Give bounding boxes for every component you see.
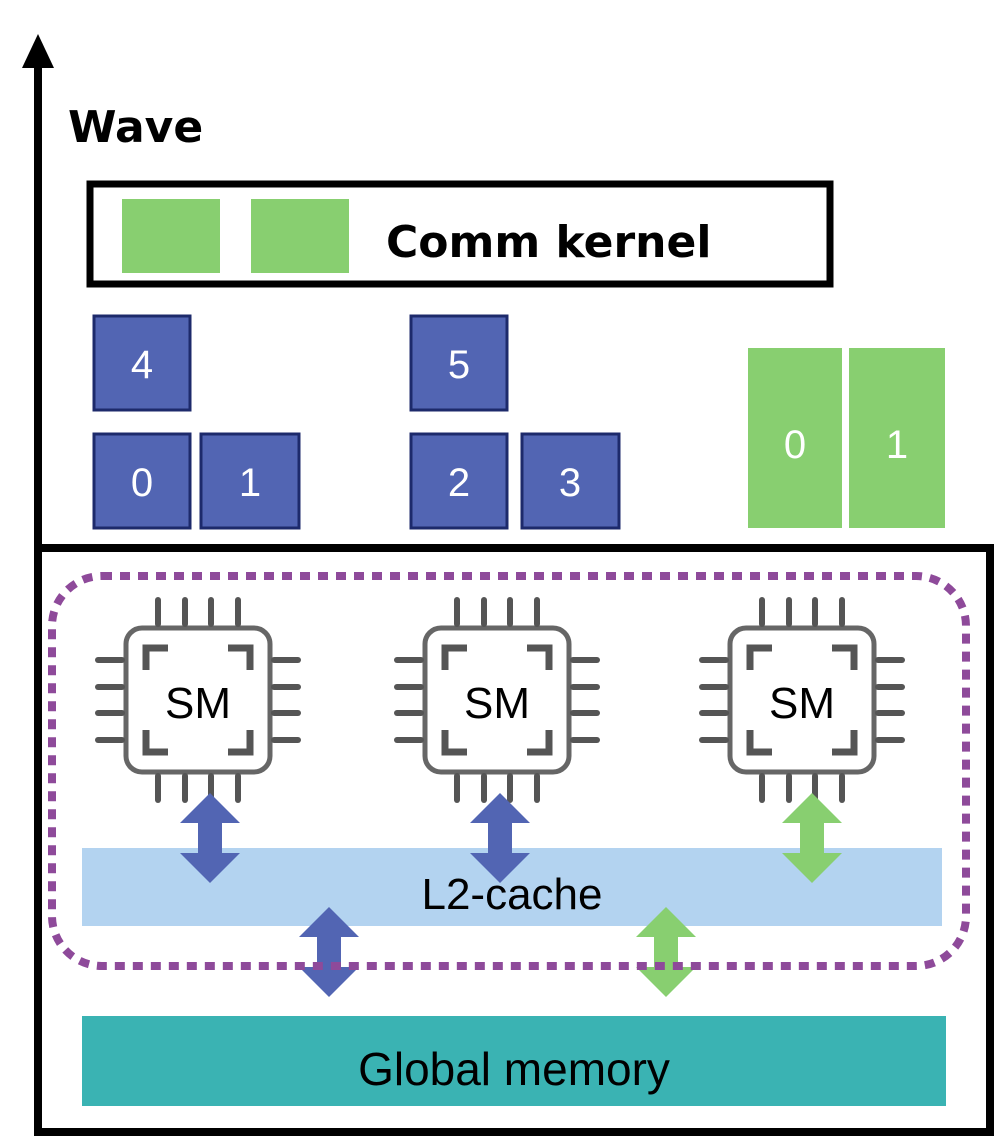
sm-chip: SM <box>98 600 298 800</box>
svg-text:0: 0 <box>131 461 153 505</box>
compute-block: 3 <box>520 432 621 530</box>
svg-text:1: 1 <box>239 461 261 505</box>
compute-blocks: 4 5 0 1 2 3 <box>92 314 621 530</box>
svg-text:2: 2 <box>448 461 470 505</box>
sm-chip: SM <box>702 600 902 800</box>
comm-block: 0 <box>748 348 842 528</box>
l2-cache-label: L2-cache <box>421 870 602 919</box>
comm-blocks: 0 1 <box>748 348 945 528</box>
compute-block: 5 <box>409 314 509 412</box>
comm-kernel-swatch <box>122 199 220 273</box>
svg-text:3: 3 <box>559 461 581 505</box>
svg-text:5: 5 <box>448 343 470 387</box>
sm-chip: SM <box>397 600 597 800</box>
svg-text:4: 4 <box>131 343 153 387</box>
comm-kernel-label: Comm kernel <box>386 217 711 268</box>
compute-block: 0 <box>92 432 192 530</box>
compute-block: 4 <box>92 314 192 412</box>
arrow-up-icon <box>22 34 54 68</box>
global-memory: Global memory <box>82 1016 946 1106</box>
sm-label: SM <box>165 679 231 728</box>
compute-block: 2 <box>409 432 509 530</box>
svg-text:1: 1 <box>886 423 908 467</box>
compute-block: 1 <box>199 432 301 530</box>
comm-kernel-box: Comm kernel <box>86 180 834 288</box>
global-memory-label: Global memory <box>358 1043 670 1095</box>
sm-label: SM <box>464 679 530 728</box>
comm-kernel-swatch <box>251 199 349 273</box>
sm-label: SM <box>769 679 835 728</box>
gpu-box <box>34 544 994 1136</box>
svg-text:0: 0 <box>784 423 806 467</box>
wave-axis-label: Wave <box>68 102 203 153</box>
comm-block: 1 <box>849 348 945 528</box>
